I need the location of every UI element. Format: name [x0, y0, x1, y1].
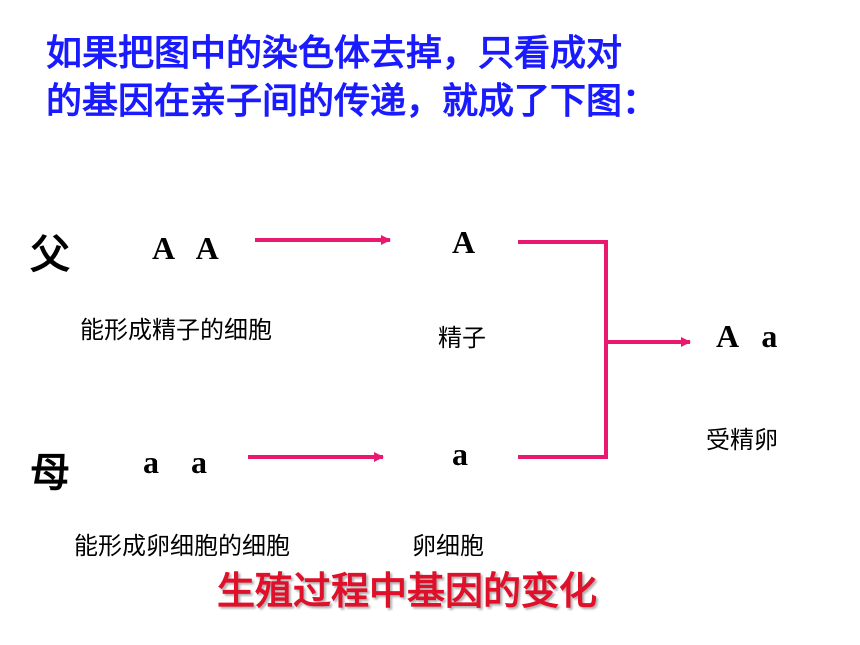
footer-caption: 生殖过程中基因的变化: [217, 569, 598, 613]
egg-label: 卵细胞: [412, 532, 484, 560]
heading: 如果把图中的染色体去掉，只看成对 的基因在亲子间的传递，就成了下图：: [46, 30, 658, 126]
egg-genotype: a: [452, 436, 468, 472]
mother-label: 母: [30, 449, 70, 496]
father-label: 父: [30, 231, 70, 278]
sperm-label: 精子: [438, 324, 486, 352]
zygote-label: 受精卵: [706, 426, 778, 454]
zygote-genotype: A a: [716, 318, 778, 354]
father-cell-label: 能形成精子的细胞: [80, 316, 272, 344]
father-genotype: A A: [152, 230, 219, 266]
sperm-genotype: A: [452, 224, 476, 260]
heading-line-1: 如果把图中的染色体去掉，只看成对: [46, 33, 623, 74]
fertilization-bracket: [518, 240, 608, 459]
mother-genotype: a a: [143, 444, 207, 480]
heading-line-2: 的基因在亲子间的传递，就成了下图：: [46, 81, 659, 122]
mother-cell-label: 能形成卵细胞的细胞: [74, 532, 290, 560]
